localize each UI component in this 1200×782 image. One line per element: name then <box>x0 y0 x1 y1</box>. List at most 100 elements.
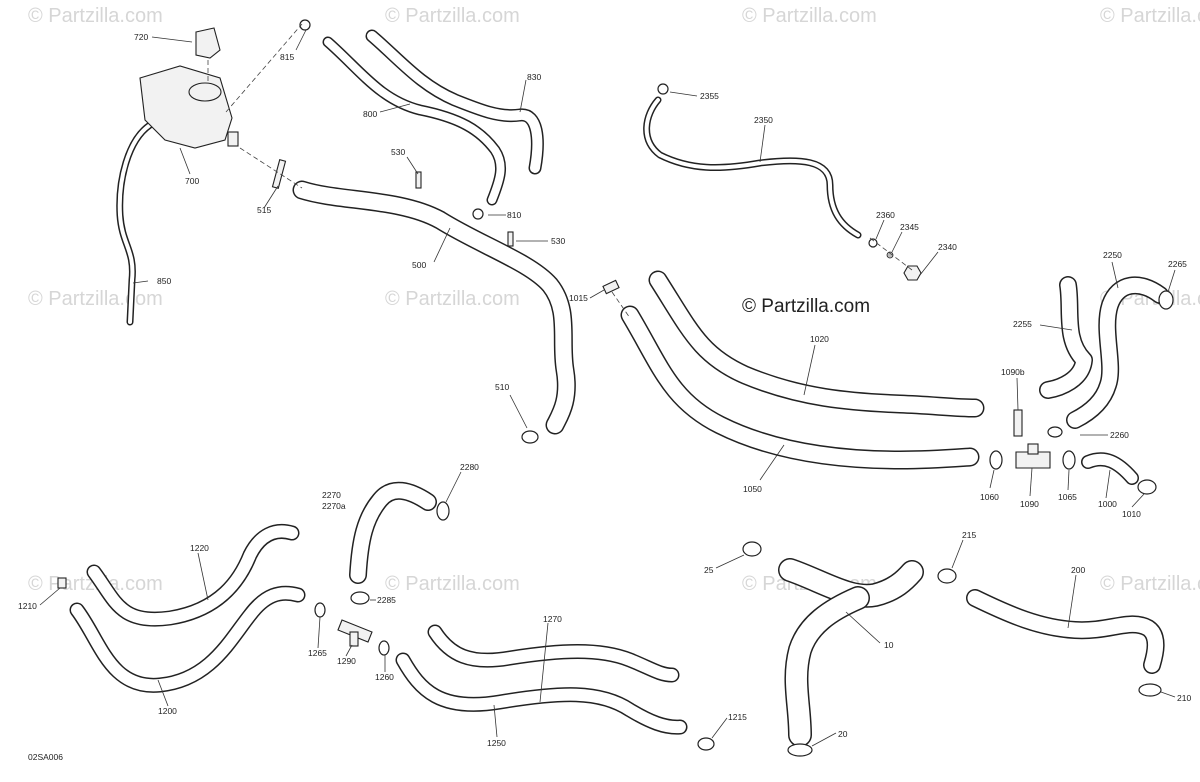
screw-530 <box>415 171 422 189</box>
callout-720: 720 <box>134 32 148 42</box>
callout-1210: 1210 <box>18 601 37 611</box>
clamp-2260 <box>1047 426 1063 438</box>
watermark: © Partzilla.com <box>385 288 520 310</box>
callout-10: 10 <box>884 640 894 650</box>
callout-2260: 2260 <box>1110 430 1129 440</box>
callout-labels: 720 815 830 800 700 530 515 810 530 500 … <box>18 32 1191 748</box>
callout-1250: 1250 <box>487 738 506 748</box>
callout-2340: 2340 <box>938 242 957 252</box>
callout-1065: 1065 <box>1058 492 1077 502</box>
clamp-2280 <box>436 501 450 521</box>
fitting-2345 <box>886 251 894 259</box>
clamp-1010 <box>1137 479 1157 495</box>
watermark: © Partzilla.com <box>1100 5 1200 27</box>
clamp-25 <box>742 541 762 557</box>
watermark: © Partzilla.com <box>1100 573 1200 595</box>
leader-lines <box>39 29 1176 747</box>
callout-2345: 2345 <box>900 222 919 232</box>
callout-2355: 2355 <box>700 91 719 101</box>
tee-1090-branch <box>1027 443 1039 455</box>
plug-1210 <box>57 577 67 589</box>
clamp-215 <box>937 568 957 584</box>
sensor-1090b <box>1013 409 1023 437</box>
callout-1260: 1260 <box>375 672 394 682</box>
clamp-1265 <box>314 602 326 618</box>
watermark: © Partzilla.com <box>385 573 520 595</box>
tee-1290-branch <box>349 631 359 647</box>
tank-neck <box>188 82 222 102</box>
callout-850: 850 <box>157 276 171 286</box>
clamp-1060 <box>989 450 1003 470</box>
callout-25: 25 <box>704 565 714 575</box>
gasket-515 <box>271 159 287 189</box>
parts-group <box>57 19 1174 757</box>
hose-2350 <box>643 96 862 239</box>
callout-210: 210 <box>1177 693 1191 703</box>
tank-cap <box>195 27 221 59</box>
callout-20: 20 <box>838 729 848 739</box>
callout-500: 500 <box>412 260 426 270</box>
callout-530b: 530 <box>551 236 565 246</box>
callout-2265: 2265 <box>1168 259 1187 269</box>
callout-215: 215 <box>962 530 976 540</box>
clamp-1215 <box>697 737 715 751</box>
clamp-510 <box>521 430 539 444</box>
callout-1270: 1270 <box>543 614 562 624</box>
callout-515: 515 <box>257 205 271 215</box>
callout-2285: 2285 <box>377 595 396 605</box>
clamp-2265 <box>1158 290 1174 310</box>
fitting-1015 <box>602 279 620 295</box>
assembly-lines <box>207 23 913 319</box>
callout-1215: 1215 <box>728 712 747 722</box>
callout-1220: 1220 <box>190 543 209 553</box>
callout-2270: 2270 <box>322 490 341 500</box>
callout-810: 810 <box>507 210 521 220</box>
clamp-1260 <box>378 640 390 656</box>
nut-2340 <box>903 265 922 281</box>
tee-1290 <box>337 619 373 643</box>
diagram-code: 02SA006 <box>28 752 63 762</box>
callout-800: 800 <box>363 109 377 119</box>
callout-1020: 1020 <box>810 334 829 344</box>
callout-1090: 1090 <box>1020 499 1039 509</box>
callout-200: 200 <box>1071 565 1085 575</box>
callout-2255: 2255 <box>1013 319 1032 329</box>
callout-815: 815 <box>280 52 294 62</box>
callout-2270a: 2270a <box>322 501 346 511</box>
tee-1090 <box>1015 451 1051 469</box>
clamp-2285 <box>350 591 370 605</box>
callout-1265: 1265 <box>308 648 327 658</box>
callout-1290: 1290 <box>337 656 356 666</box>
callout-830: 830 <box>527 72 541 82</box>
callout-510: 510 <box>495 382 509 392</box>
callout-1200: 1200 <box>158 706 177 716</box>
screw-530b <box>507 231 514 247</box>
watermark: © Partzilla.com <box>28 5 163 27</box>
watermark: © Partzilla.com <box>742 5 877 27</box>
watermark: © Partzilla.com <box>28 288 163 310</box>
clamp-1065 <box>1062 450 1076 470</box>
watermark-main: © Partzilla.com <box>742 296 870 317</box>
callout-530: 530 <box>391 147 405 157</box>
callout-1050: 1050 <box>743 484 762 494</box>
watermark: © Partzilla.com <box>385 5 520 27</box>
callout-2360: 2360 <box>876 210 895 220</box>
callout-1090b: 1090b <box>1001 367 1025 377</box>
callout-1000: 1000 <box>1098 499 1117 509</box>
clamp-2355 <box>657 83 669 95</box>
callout-2250: 2250 <box>1103 250 1122 260</box>
callout-1060: 1060 <box>980 492 999 502</box>
callout-1010: 1010 <box>1122 509 1141 519</box>
clamp-210 <box>1138 683 1162 697</box>
callout-2350: 2350 <box>754 115 773 125</box>
callout-700: 700 <box>185 176 199 186</box>
tank-outlet <box>227 131 239 147</box>
clamp-20 <box>787 743 813 757</box>
hose-group <box>69 29 1169 747</box>
expansion-tank <box>139 65 233 149</box>
callout-1015: 1015 <box>569 293 588 303</box>
callout-2280: 2280 <box>460 462 479 472</box>
clamp-810 <box>472 208 484 220</box>
